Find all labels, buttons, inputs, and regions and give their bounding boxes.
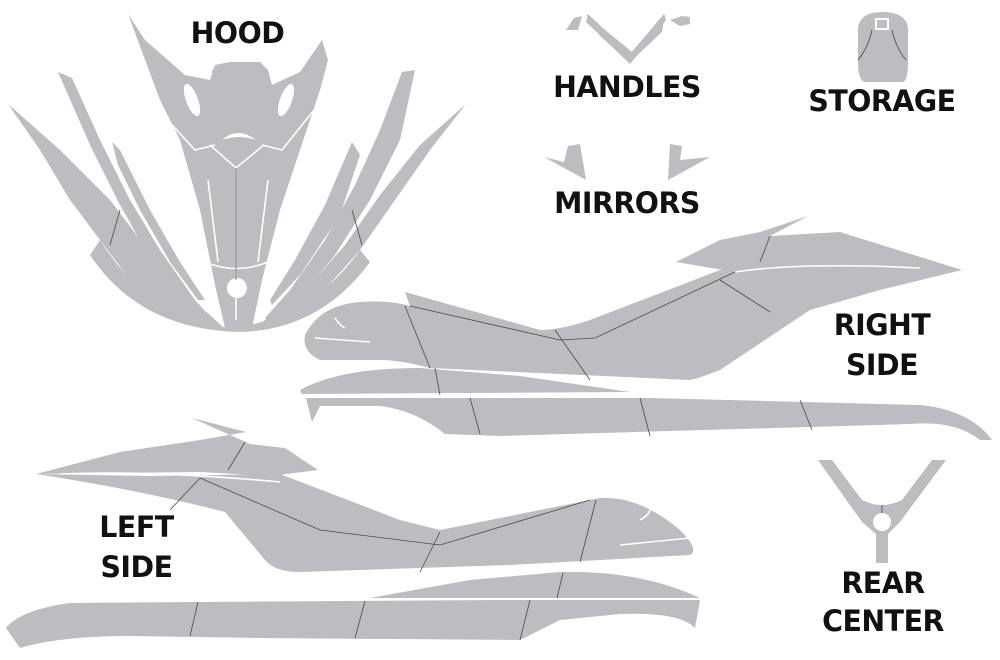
mirrors-label: MIRRORS xyxy=(554,186,700,220)
rear-center-label: REAR CENTER xyxy=(810,566,957,638)
right-side-graphic xyxy=(300,216,992,440)
hood-graphic xyxy=(8,14,466,332)
left-side-label: LEFT SIDE xyxy=(85,510,188,584)
left-side-label-line1: LEFT xyxy=(99,510,174,544)
mirrors-graphic xyxy=(544,144,710,180)
handles-graphic xyxy=(566,14,690,64)
rear-center-label-line2: CENTER xyxy=(822,604,944,638)
left-side-graphic xyxy=(6,418,700,648)
storage-graphic xyxy=(857,12,908,82)
right-side-label-line2: SIDE xyxy=(845,348,919,382)
rear-center-graphic xyxy=(818,460,946,563)
right-side-label-line1: RIGHT xyxy=(833,308,931,342)
storage-label: STORAGE xyxy=(808,84,956,118)
right-side-label: RIGHT SIDE xyxy=(823,308,941,382)
left-side-label-line2: SIDE xyxy=(100,550,173,584)
rear-center-label-line1: REAR xyxy=(841,566,925,600)
handles-label: HANDLES xyxy=(553,70,701,104)
hood-label: HOOD xyxy=(190,16,285,50)
